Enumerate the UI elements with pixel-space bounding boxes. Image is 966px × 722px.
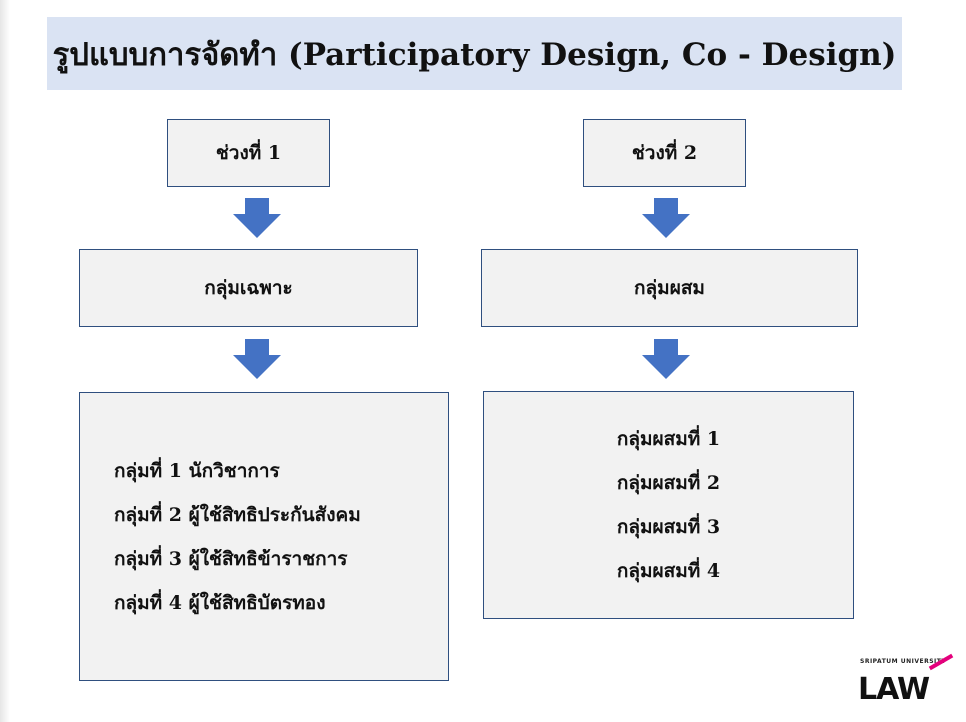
list-item: กลุ่มที่ 2 ผู้ใช้สิทธิประกันสังคม: [114, 503, 361, 526]
slide-edge: [0, 0, 10, 722]
down-arrow-icon: [642, 339, 690, 379]
mixed-group-label: กลุ่มผสม: [634, 277, 705, 299]
down-arrow-icon: [233, 198, 281, 238]
list-item: กลุ่มที่ 3 ผู้ใช้สิทธิข้าราชการ: [114, 547, 348, 570]
down-arrow-icon: [642, 198, 690, 238]
title-banner: รูปแบบการจัดทำ (Participatory Design, Co…: [47, 17, 902, 90]
logo-university-text: SRIPATUM UNIVERSITY: [860, 658, 947, 665]
list-item: กลุ่มที่ 4 ผู้ใช้สิทธิบัตรทอง: [114, 591, 326, 614]
list-item: กลุ่มผสมที่ 3: [616, 516, 721, 538]
mixed-group-box: กลุ่มผสม: [481, 249, 858, 327]
list-item: กลุ่มผสมที่ 1: [616, 428, 721, 450]
mixed-group-list: กลุ่มผสมที่ 1 กลุ่มผสมที่ 2 กลุ่มผสมที่ …: [483, 391, 854, 619]
list-item: กลุ่มผสมที่ 2: [616, 472, 721, 494]
list-item: กลุ่มผสมที่ 4: [616, 560, 721, 582]
logo-law-text: LAW: [858, 672, 930, 707]
phase-2-label: ช่วงที่ 2: [631, 142, 698, 164]
university-logo: SRIPATUM UNIVERSITY LAW: [858, 653, 962, 708]
phase-1-label: ช่วงที่ 1: [215, 142, 282, 164]
down-arrow-icon: [233, 339, 281, 379]
phase-2-box: ช่วงที่ 2: [583, 119, 746, 187]
specific-group-box: กลุ่มเฉพาะ: [79, 249, 418, 327]
list-item: กลุ่มที่ 1 นักวิชาการ: [114, 459, 280, 482]
phase-1-box: ช่วงที่ 1: [167, 119, 330, 187]
page-title: รูปแบบการจัดทำ (Participatory Design, Co…: [52, 36, 897, 73]
specific-group-list: กลุ่มที่ 1 นักวิชาการ กลุ่มที่ 2 ผู้ใช้ส…: [79, 392, 449, 681]
specific-group-label: กลุ่มเฉพาะ: [204, 277, 293, 299]
